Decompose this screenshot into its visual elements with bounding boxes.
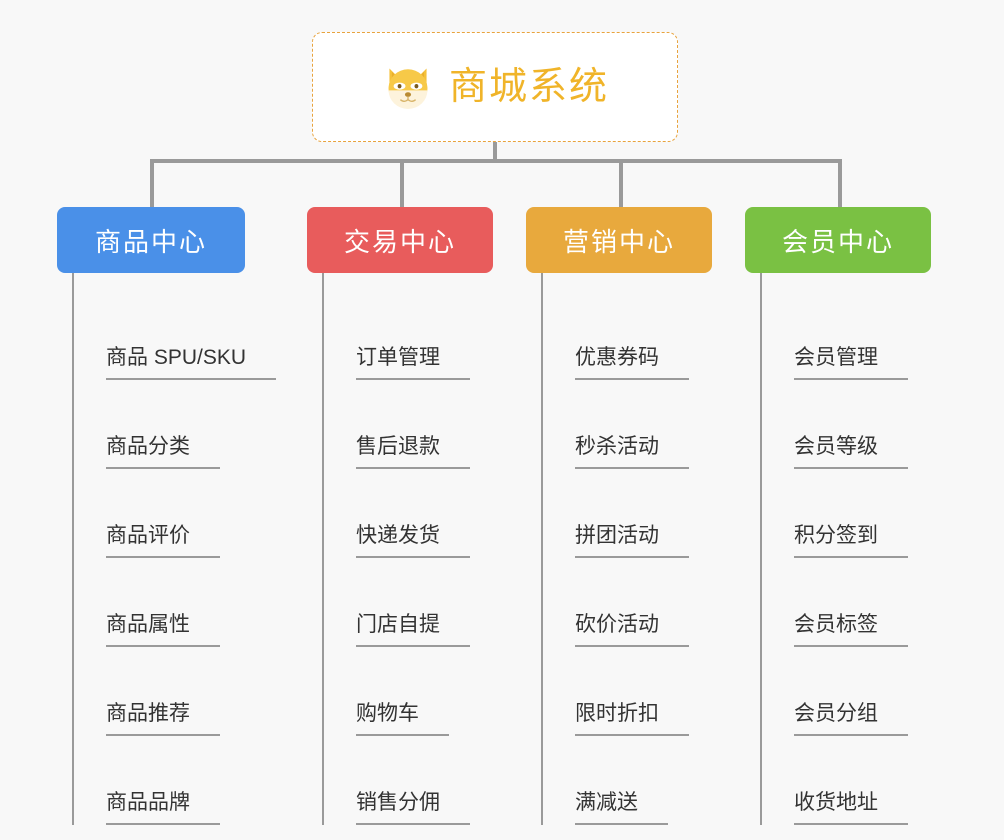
leaf-label: 拼团活动 bbox=[575, 524, 689, 558]
connector-drop-1 bbox=[150, 159, 154, 209]
leaf-label: 门店自提 bbox=[356, 613, 470, 647]
leaf-label: 砍价活动 bbox=[575, 613, 689, 647]
list-item[interactable]: 会员等级 bbox=[760, 380, 931, 469]
leaf-label: 会员标签 bbox=[794, 613, 908, 647]
leaf-label: 会员分组 bbox=[794, 702, 908, 736]
category-header-label: 会员中心 bbox=[781, 226, 894, 257]
leaf-spine bbox=[72, 273, 74, 825]
leaf-label: 商品分类 bbox=[106, 435, 220, 469]
connector-drop-4 bbox=[838, 159, 842, 209]
leaf-label: 优惠券码 bbox=[575, 346, 689, 380]
leaf-label: 限时折扣 bbox=[575, 702, 689, 736]
category-column-marketing: 营销中心 优惠券码 秒杀活动 拼团活动 砍价活动 限时折扣 满减送 bbox=[526, 207, 712, 825]
category-header-marketing[interactable]: 营销中心 bbox=[526, 207, 712, 273]
list-item[interactable]: 快递发货 bbox=[322, 469, 493, 558]
list-item[interactable]: 会员标签 bbox=[760, 558, 931, 647]
list-item[interactable]: 积分签到 bbox=[760, 469, 931, 558]
leaf-label: 会员等级 bbox=[794, 435, 908, 469]
list-item[interactable]: 售后退款 bbox=[322, 380, 493, 469]
leaf-label: 秒杀活动 bbox=[575, 435, 689, 469]
list-item[interactable]: 商品品牌 bbox=[72, 736, 276, 825]
leaf-label: 商品属性 bbox=[106, 613, 220, 647]
leaf-label: 售后退款 bbox=[356, 435, 470, 469]
list-item[interactable]: 商品评价 bbox=[72, 469, 276, 558]
leaf-list-member: 会员管理 会员等级 积分签到 会员标签 会员分组 收货地址 bbox=[760, 273, 931, 825]
root-node[interactable]: 商城系统 bbox=[312, 32, 678, 142]
list-item[interactable]: 拼团活动 bbox=[541, 469, 712, 558]
leaf-list-product: 商品 SPU/SKU 商品分类 商品评价 商品属性 商品推荐 商品品牌 bbox=[72, 273, 277, 825]
list-item[interactable]: 商品分类 bbox=[72, 380, 276, 469]
category-column-product: 商品中心 商品 SPU/SKU 商品分类 商品评价 商品属性 商品推荐 商品品牌 bbox=[57, 207, 277, 825]
category-header-member[interactable]: 会员中心 bbox=[745, 207, 931, 273]
list-item[interactable]: 商品推荐 bbox=[72, 647, 276, 736]
list-item[interactable]: 收货地址 bbox=[760, 736, 931, 825]
leaf-label: 订单管理 bbox=[356, 346, 470, 380]
list-item[interactable]: 秒杀活动 bbox=[541, 380, 712, 469]
list-item[interactable]: 商品 SPU/SKU bbox=[72, 291, 277, 380]
list-item[interactable]: 砍价活动 bbox=[541, 558, 712, 647]
leaf-list-marketing: 优惠券码 秒杀活动 拼团活动 砍价活动 限时折扣 满减送 bbox=[541, 273, 712, 825]
category-header-product[interactable]: 商品中心 bbox=[57, 207, 245, 273]
category-header-label: 交易中心 bbox=[343, 226, 456, 257]
category-header-label: 营销中心 bbox=[562, 226, 675, 257]
list-item[interactable]: 满减送 bbox=[541, 736, 712, 825]
list-item[interactable]: 购物车 bbox=[322, 647, 493, 736]
leaf-label: 购物车 bbox=[356, 702, 449, 736]
connector-root-stem bbox=[493, 142, 497, 162]
connector-drop-2 bbox=[400, 159, 404, 209]
dog-face-icon bbox=[388, 68, 428, 109]
list-item[interactable]: 门店自提 bbox=[322, 558, 493, 647]
list-item[interactable]: 会员分组 bbox=[760, 647, 931, 736]
connector-horizontal-bar bbox=[150, 159, 840, 163]
leaf-label: 满减送 bbox=[575, 791, 668, 825]
list-item[interactable]: 订单管理 bbox=[322, 291, 493, 380]
leaf-label: 积分签到 bbox=[794, 524, 908, 558]
category-header-label: 商品中心 bbox=[94, 226, 207, 257]
leaf-spine bbox=[541, 273, 543, 825]
leaf-label: 商品品牌 bbox=[106, 791, 220, 825]
category-header-trade[interactable]: 交易中心 bbox=[307, 207, 493, 273]
list-item[interactable]: 会员管理 bbox=[760, 291, 931, 380]
leaf-list-trade: 订单管理 售后退款 快递发货 门店自提 购物车 销售分佣 bbox=[322, 273, 493, 825]
leaf-spine bbox=[322, 273, 324, 825]
leaf-label: 收货地址 bbox=[794, 791, 908, 825]
leaf-label: 商品评价 bbox=[106, 524, 220, 558]
leaf-spine bbox=[760, 273, 762, 825]
leaf-label: 商品推荐 bbox=[106, 702, 220, 736]
connector-drop-3 bbox=[619, 159, 623, 209]
category-column-member: 会员中心 会员管理 会员等级 积分签到 会员标签 会员分组 收货地址 bbox=[745, 207, 931, 825]
leaf-label: 商品 SPU/SKU bbox=[106, 346, 277, 380]
list-item[interactable]: 限时折扣 bbox=[541, 647, 712, 736]
leaf-label: 快递发货 bbox=[356, 524, 470, 558]
category-column-trade: 交易中心 订单管理 售后退款 快递发货 门店自提 购物车 销售分佣 bbox=[307, 207, 493, 825]
list-item[interactable]: 商品属性 bbox=[72, 558, 276, 647]
list-item[interactable]: 优惠券码 bbox=[541, 291, 712, 380]
leaf-label: 销售分佣 bbox=[356, 791, 470, 825]
leaf-label: 会员管理 bbox=[794, 346, 908, 380]
list-item[interactable]: 销售分佣 bbox=[322, 736, 493, 825]
root-title: 商城系统 bbox=[448, 66, 609, 108]
